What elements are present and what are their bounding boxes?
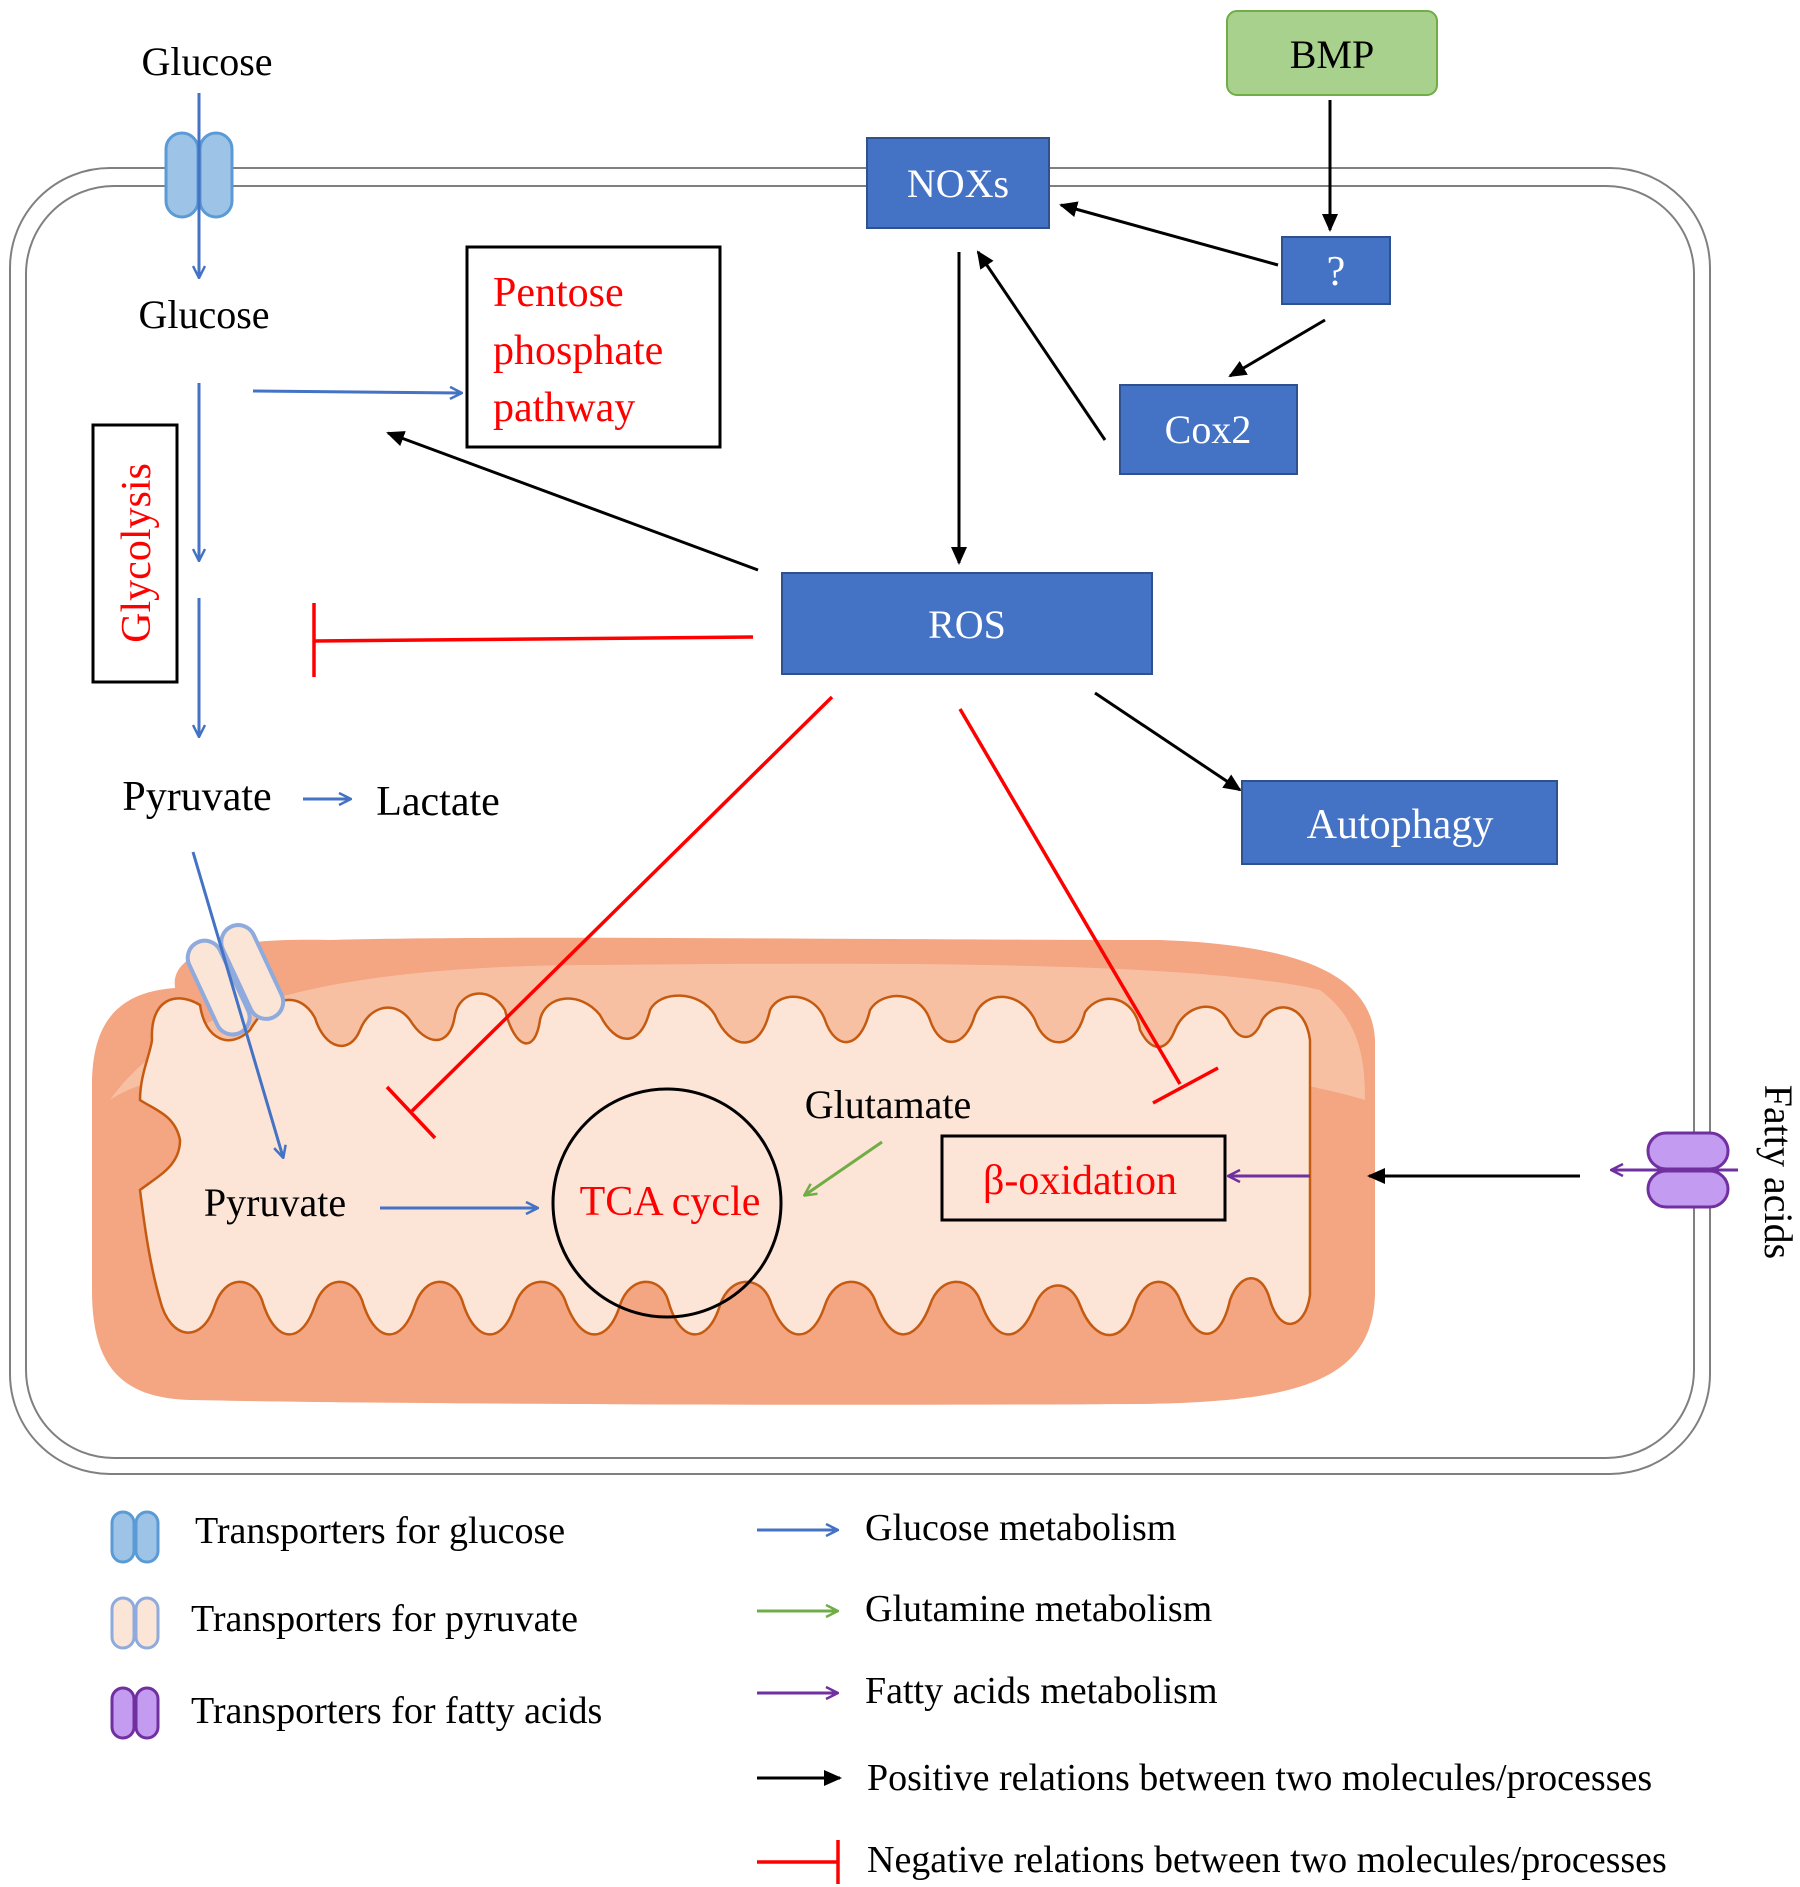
ros-node — [781, 572, 1153, 675]
legend-label-negative-relations: Negative relations between two molecules… — [867, 1839, 1667, 1881]
pyruvate-cytoplasm-label: Pyruvate — [122, 774, 271, 820]
glycolysis-box — [91, 423, 179, 684]
autophagy-label: Autophagy — [1307, 802, 1494, 848]
legend-fatty-acid-transporter-icon — [110, 1686, 160, 1740]
unknown-node — [1281, 236, 1391, 305]
noxs-node — [866, 137, 1050, 229]
glutamate-label: Glutamate — [805, 1082, 972, 1127]
legend-label-glutamine-metabolism: Glutamine metabolism — [865, 1588, 1212, 1630]
legend-pyruvate-transporter-icon — [110, 1596, 160, 1650]
pyruvate-mito-label: Pyruvate — [204, 1180, 346, 1225]
pentose-line-3: pathway — [493, 385, 635, 431]
tca-cycle-circle — [551, 1087, 783, 1319]
unknown-label: ? — [1327, 249, 1346, 295]
negative-relation-lines — [312, 603, 1219, 1140]
legend-label-fatty-acid-transporter: Transporters for fatty acids — [191, 1690, 602, 1732]
tca-cycle-label: TCA cycle — [580, 1179, 761, 1225]
legend-label-glucose-transporter: Transporters for glucose — [195, 1510, 565, 1552]
noxs-label: NOXs — [907, 161, 1009, 206]
legend: Transporters for glucose Transporters fo… — [110, 1507, 1667, 1884]
lactate-label: Lactate — [376, 779, 500, 825]
beta-oxidation-label: β-oxidation — [983, 1158, 1177, 1204]
legend-label-positive-relations: Positive relations between two molecules… — [867, 1757, 1652, 1799]
legend-glucose-transporter-icon — [110, 1510, 160, 1564]
cox2-node — [1119, 384, 1298, 475]
autophagy-node — [1241, 780, 1558, 865]
glutamate-arrow — [805, 1140, 883, 1195]
ros-label: ROS — [928, 602, 1006, 647]
glucose-transporter-icon — [164, 131, 234, 219]
legend-label-fatty-acids-metabolism: Fatty acids metabolism — [865, 1670, 1218, 1712]
fatty-acid-metabolism-arrows — [1229, 1170, 1738, 1176]
bmp-node — [1226, 10, 1438, 96]
glucose-outside-label: Glucose — [141, 39, 272, 84]
beta-oxidation-box — [940, 1134, 1227, 1222]
positive-relation-arrows — [386, 100, 1580, 1184]
glucose-metabolism-arrows — [191, 93, 537, 1208]
glucose-cytoplasm-label: Glucose — [138, 292, 269, 337]
inner-membrane — [138, 992, 1312, 1337]
pentose-phosphate-box — [465, 245, 722, 449]
fatty-acids-label: Fatty acids — [1756, 1085, 1800, 1259]
legend-label-glucose-metabolism: Glucose metabolism — [865, 1507, 1176, 1549]
legend-red-inhibitor-icon — [757, 1840, 840, 1884]
pentose-line-2: phosphate — [493, 328, 663, 374]
glycolysis-label: Glycolysis — [114, 463, 160, 643]
cox2-label: Cox2 — [1165, 407, 1252, 452]
legend-label-pyruvate-transporter: Transporters for pyruvate — [191, 1598, 578, 1640]
pentose-line-1: Pentose — [493, 270, 624, 316]
pyruvate-transporter-icon — [185, 923, 286, 1037]
mitochondrion — [92, 937, 1375, 1405]
bmp-label: BMP — [1290, 32, 1375, 77]
